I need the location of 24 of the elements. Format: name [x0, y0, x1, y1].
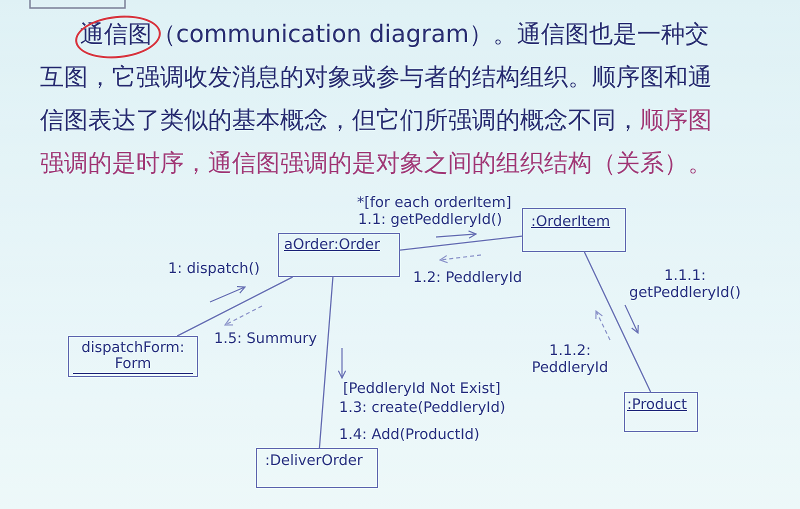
message-label: 1.4: Add(ProductId) — [339, 427, 480, 443]
guard-condition: [PeddleryId Not Exist] — [343, 381, 500, 397]
message-label: 1.5: Summury — [214, 331, 317, 347]
object-name: dispatchForm: Form — [73, 340, 193, 374]
message-label: 1.3: create(PeddleryId) — [339, 400, 506, 416]
message-label: 1: dispatch() — [168, 261, 260, 277]
guard-condition: *[for each orderItem] — [357, 195, 512, 211]
object-box — [278, 233, 400, 277]
link-line — [318, 276, 334, 448]
object-name: :OrderItem — [531, 214, 610, 230]
message-label: 1.2: PeddleryId — [413, 270, 522, 286]
message-label: 1.1.2: PeddleryId — [530, 343, 610, 377]
object-box — [256, 448, 378, 488]
link-line — [584, 252, 652, 392]
message-label: 1.1.1: getPeddleryId() — [628, 268, 742, 302]
body-text: 通信图（communication diagram）。通信图也是一种交互图，它强调收发消息的对象或参与者的结构组织。顺序图和通信图表达了类似的基本概念，但它们所强调的概念不同，顺序图强调的是时序，通信图强调的是对象之间的组织结构（关系）。 — [40, 13, 730, 185]
object-name: :DeliverOrder — [265, 453, 363, 469]
object-box — [624, 392, 698, 432]
link-line — [400, 236, 522, 251]
message-label: 1.1: getPeddleryId() — [358, 212, 502, 228]
object-name: aOrder:Order — [284, 237, 380, 253]
link-line — [176, 276, 293, 337]
object-name: :Product — [627, 397, 687, 413]
object-box — [522, 208, 626, 252]
